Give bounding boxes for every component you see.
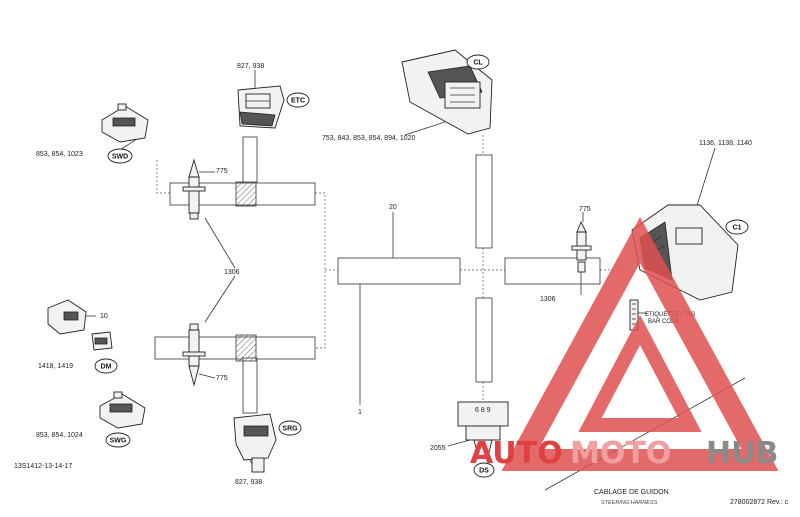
callout-clip-top-left: 775 bbox=[216, 168, 228, 175]
watermark-part1: AUTO bbox=[470, 436, 563, 471]
connector-srg bbox=[233, 413, 277, 473]
drawing-revision: 278002872 Rev.: c bbox=[730, 499, 789, 506]
watermark-part3: HUB bbox=[706, 436, 778, 471]
svg-text:DM: DM bbox=[101, 364, 112, 371]
svg-text:SWD: SWD bbox=[112, 154, 128, 161]
connector-ds bbox=[457, 401, 509, 457]
watermark-part2: MOTO bbox=[570, 436, 671, 471]
label-ds-parts: 2055 bbox=[430, 445, 446, 452]
label-etc-parts: 827, 938 bbox=[237, 63, 264, 70]
label-swd-parts: 853, 854, 1023 bbox=[36, 151, 83, 158]
bubble-ds: DS bbox=[473, 462, 495, 478]
connector-swg bbox=[99, 391, 146, 429]
upper-left-tube-assembly bbox=[169, 136, 316, 220]
bubble-cl: CL bbox=[466, 54, 490, 70]
callout-harness: 20 bbox=[389, 204, 397, 211]
label-c1-parts: 1136, 1138, 1140 bbox=[699, 140, 752, 147]
callout-clip-bottom-left: 775 bbox=[216, 375, 228, 382]
dashed-guides bbox=[156, 135, 618, 402]
lower-left-tube-assembly bbox=[154, 323, 316, 414]
connector-swd bbox=[101, 103, 149, 143]
callout-leader-bottom-left: 1 bbox=[358, 409, 362, 416]
label-swg-parts: 853, 854, 1024 bbox=[36, 432, 83, 439]
tag-label-line2: BAR CODE bbox=[648, 319, 679, 325]
bubble-swg: SWG bbox=[105, 432, 131, 448]
label-dm-top: 10 bbox=[100, 313, 108, 320]
bubble-c1: C1 bbox=[725, 219, 749, 235]
bubble-dm: DM bbox=[94, 358, 118, 374]
bubble-etc: ETC bbox=[286, 92, 310, 108]
right-clip bbox=[571, 220, 592, 295]
leader-lines bbox=[85, 70, 746, 491]
svg-text:DS: DS bbox=[479, 468, 489, 475]
svg-text:C1: C1 bbox=[733, 225, 742, 232]
connector-dm-housing bbox=[47, 299, 113, 351]
label-cl-parts: 753, 843, 853, 854, 894, 1020 bbox=[322, 135, 416, 142]
label-ds-pins: 6 8 9 bbox=[475, 407, 491, 414]
label-srg-parts: 827, 938 bbox=[235, 479, 262, 486]
svg-text:SWG: SWG bbox=[110, 438, 127, 445]
watermark-logo bbox=[501, 217, 779, 471]
drawing-subtitle: STEERING HARNESS bbox=[601, 500, 658, 506]
bubble-srg: SRG bbox=[278, 420, 302, 436]
svg-text:CL: CL bbox=[473, 60, 483, 67]
callout-tie-left: 1306 bbox=[224, 269, 240, 276]
label-dm-parts: 1418, 1419 bbox=[38, 363, 73, 370]
watermark-text: AUTO MOTO HUB bbox=[470, 436, 778, 471]
callout-clip-right: 775 bbox=[579, 206, 591, 213]
bubble-swd: SWD bbox=[107, 148, 133, 164]
svg-text:SRG: SRG bbox=[282, 426, 298, 433]
svg-text:ETC: ETC bbox=[291, 98, 305, 105]
connector-etc bbox=[237, 85, 285, 129]
drawing-title: CABLAGE DE GUIDON bbox=[594, 489, 669, 496]
drawing-id: 13S1412-13-14-17 bbox=[14, 463, 72, 470]
connector-cl bbox=[401, 49, 493, 135]
callout-tie-right: 1306 bbox=[540, 296, 556, 303]
